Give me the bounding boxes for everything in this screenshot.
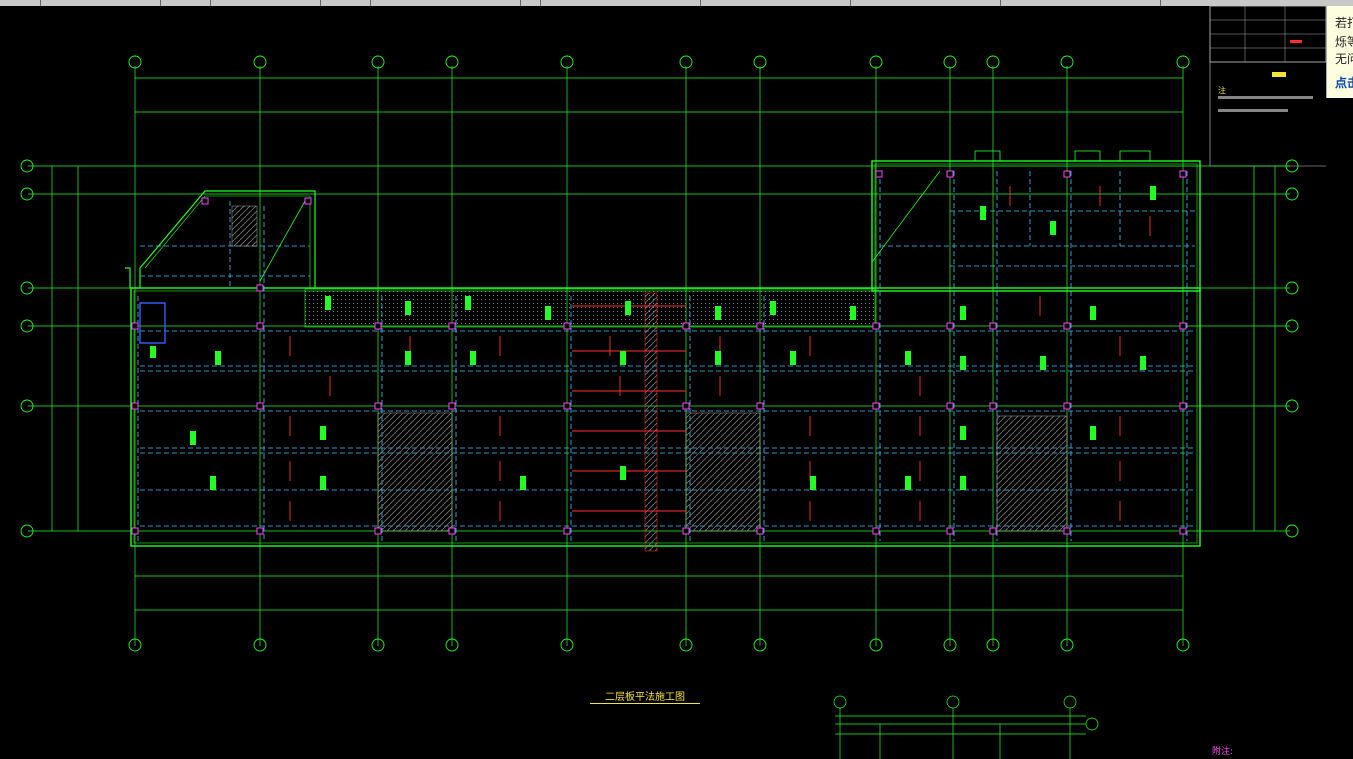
tooltip-link[interactable]: 点击 bbox=[1335, 76, 1353, 90]
tooltip-line-1: 若打 bbox=[1335, 16, 1353, 30]
note-label: 附注: bbox=[1212, 747, 1234, 757]
axis-grid-lines bbox=[28, 66, 1290, 646]
corridor-hatch bbox=[304, 288, 876, 328]
tooltip-line-2: 烁等 bbox=[1335, 35, 1353, 49]
columns bbox=[131, 170, 1187, 535]
tooltip-panel: 若打 烁等 无问 点击 bbox=[1326, 6, 1353, 98]
stair-box bbox=[139, 302, 166, 344]
slab-labels bbox=[150, 186, 1156, 490]
legend-table bbox=[1209, 6, 1327, 167]
title-underline bbox=[590, 703, 700, 704]
tooltip-line-3: 无问 bbox=[1335, 52, 1353, 66]
cad-drawing-canvas[interactable] bbox=[0, 6, 1353, 759]
notes-heading: 注 bbox=[1218, 86, 1226, 95]
toolbar-strip bbox=[0, 0, 1353, 6]
axis-bubbles bbox=[20, 55, 1299, 652]
detail-drawing bbox=[833, 695, 1099, 759]
rebar-lines bbox=[289, 186, 1151, 521]
drawing-title: 二层板平法施工图 bbox=[605, 692, 685, 703]
hatched-slabs bbox=[231, 205, 1068, 552]
